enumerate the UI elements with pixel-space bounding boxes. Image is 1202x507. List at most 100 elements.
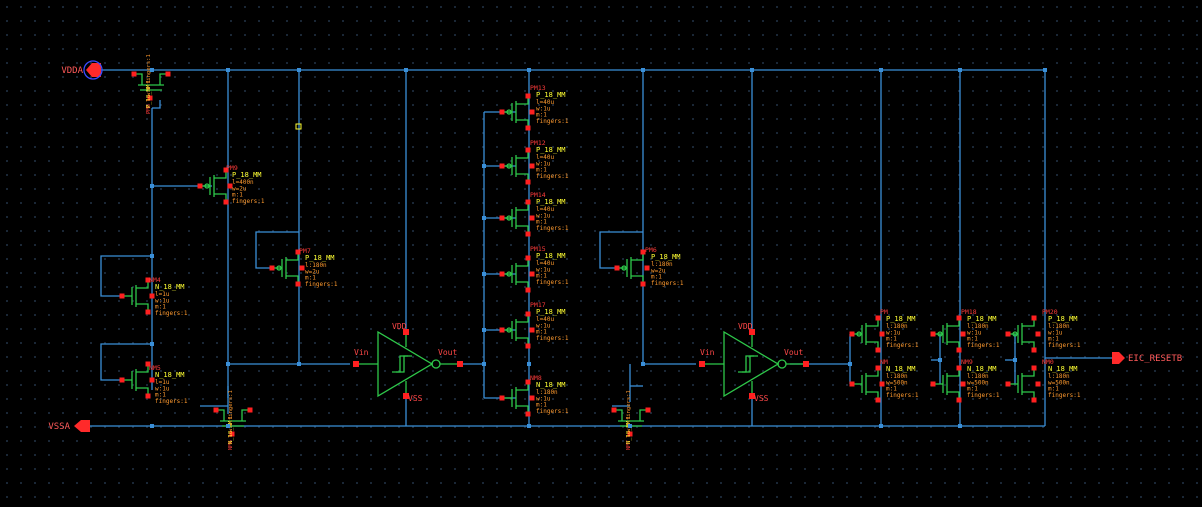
rotated-device-text: N_18_MM <box>228 420 234 444</box>
device-param: fingers:1 <box>232 198 265 205</box>
device-param: w:1u <box>886 329 901 336</box>
device-param: w:1u <box>536 160 551 167</box>
pmos-symbol <box>499 255 535 293</box>
device-param: m:1 <box>1048 386 1059 393</box>
junction-dot <box>641 68 645 72</box>
inverter-vss-label: VSS <box>408 394 423 403</box>
device-param: w=2u <box>305 268 320 275</box>
device-param: l=40u <box>536 99 554 106</box>
rotated-device-text: fingers:1 <box>146 54 152 84</box>
vssa-port[interactable]: VSSA <box>48 420 90 432</box>
pmos-symbol <box>1005 315 1041 353</box>
junction-dot <box>226 362 230 366</box>
device-param: l:180n <box>886 323 908 330</box>
device-param: m:1 <box>886 336 897 343</box>
rotated-device-text: P_18_MM <box>146 84 152 108</box>
rotated-device-text: fingers:1 <box>626 390 632 420</box>
pmos-symbol <box>849 315 885 353</box>
device-param: m:1 <box>155 392 166 399</box>
junction-dot <box>482 216 486 220</box>
vdda-port[interactable]: VDDA <box>61 60 103 80</box>
devices-layer: PM9P_18_MMl=400nw=2um:1fingers:1PM7P_18_… <box>119 54 1081 450</box>
device-param: w=500n <box>1048 379 1070 386</box>
pmos-symbol <box>930 315 966 353</box>
device-param: l=1u <box>155 291 170 298</box>
inverter-vss-label: VSS <box>754 394 769 403</box>
device-param: m:1 <box>305 275 316 282</box>
rotated-device-text: m:1 <box>228 416 234 426</box>
device-param: m:1 <box>536 167 547 174</box>
device-param: m:1 <box>967 386 978 393</box>
wire <box>599 231 643 269</box>
pmos-symbol <box>614 249 650 287</box>
vdda-port-label: VDDA <box>61 66 83 76</box>
device-model: N_18_MM <box>1048 365 1078 373</box>
device-name: PM15 <box>530 245 546 253</box>
device-param: m:1 <box>232 192 243 199</box>
device-param: w=2u <box>651 267 666 274</box>
device-param: m:1 <box>886 386 897 393</box>
device-param: l=40u <box>536 260 554 267</box>
junction-dot <box>150 342 154 346</box>
device-param: m:1 <box>1048 336 1059 343</box>
rotated-device-text: w: <box>146 89 152 96</box>
device-name: NM9 <box>961 358 973 366</box>
eic-resetb-port-label: EIC_RESETB <box>1128 354 1182 364</box>
rotated-device-text: l: <box>626 431 632 438</box>
device-param: fingers:1 <box>886 342 919 349</box>
device-param: w:1u <box>155 297 170 304</box>
vssa-port-label: VSSA <box>48 422 70 432</box>
junction-dot <box>848 362 852 366</box>
junction-dot <box>750 68 754 72</box>
pmos-symbol <box>499 93 535 131</box>
device-param: fingers:1 <box>886 392 919 399</box>
device-param: fingers:1 <box>536 225 569 232</box>
rotated-device-text: w: <box>228 425 234 432</box>
device-param: w=500n <box>886 379 908 386</box>
nmos-symbol <box>119 361 155 399</box>
rotated-device-text: m:1 <box>626 416 632 426</box>
device-model: P_18_MM <box>305 254 335 262</box>
junction-dot <box>879 68 883 72</box>
device-param: fingers:1 <box>155 310 188 317</box>
device-name: PM13 <box>530 84 546 92</box>
eic-resetb-port[interactable]: EIC_RESETB <box>1112 352 1182 364</box>
rotated-device-text: l: <box>146 95 152 102</box>
device-param: m:1 <box>536 402 547 409</box>
rotated-device-text: NM6 <box>228 440 234 450</box>
inverter-vin-label: Vin <box>700 348 715 357</box>
device-param: l:180n <box>967 323 989 330</box>
rotated-device-text: PM8 <box>146 104 152 114</box>
junction-dot <box>404 68 408 72</box>
device-model: P_18_MM <box>536 91 566 99</box>
device-model: N_18_MM <box>155 283 185 291</box>
device-model: P_18_MM <box>232 171 262 179</box>
device-param: fingers:1 <box>536 173 569 180</box>
device-param: m:1 <box>536 329 547 336</box>
probe-marker <box>295 123 302 130</box>
device-param: fingers:1 <box>536 335 569 342</box>
junction-dot <box>482 328 486 332</box>
junction-dot <box>527 362 531 366</box>
device-param: fingers:1 <box>967 392 1000 399</box>
device-param: l=40u <box>536 206 554 213</box>
junction-dot <box>150 254 154 258</box>
rotated-device-text: w: <box>626 425 632 432</box>
device-model: N_18_MM <box>536 381 566 389</box>
inverter-vdd-label: VDD <box>738 322 753 331</box>
device-model: P_18_MM <box>967 315 997 323</box>
